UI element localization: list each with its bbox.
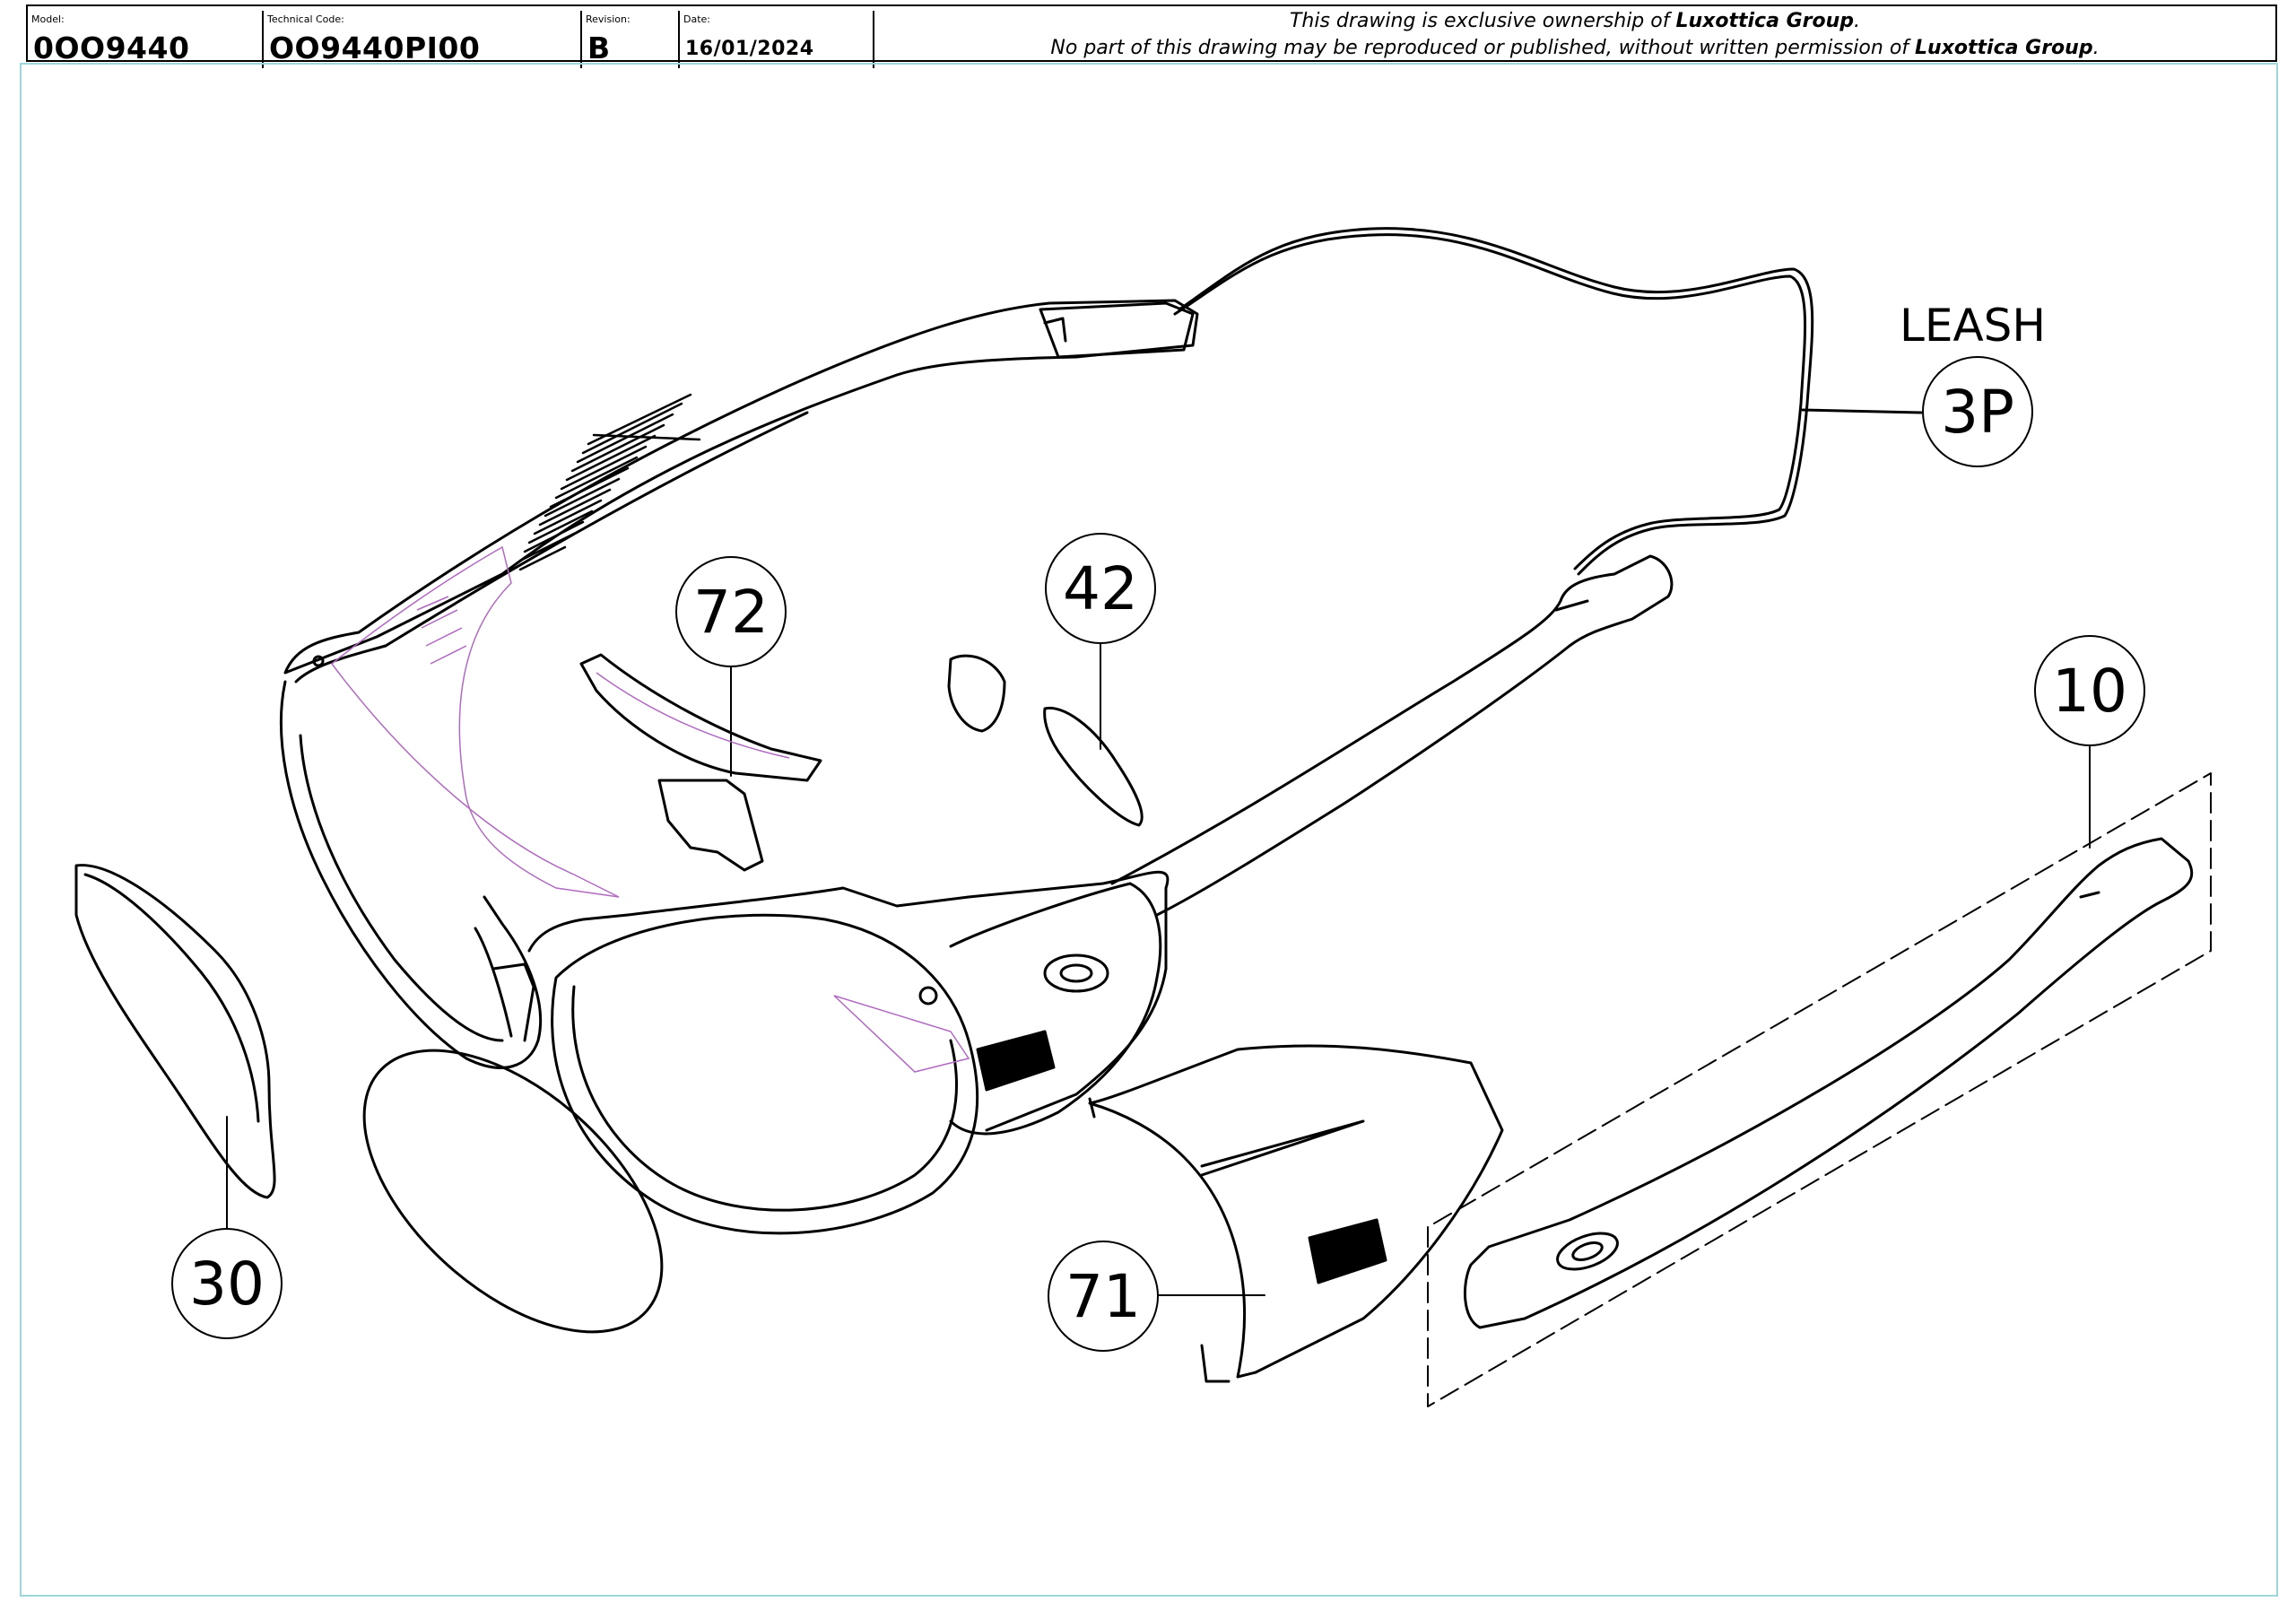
callout-leash: 3P bbox=[1922, 356, 2033, 467]
revision-label: Revision: bbox=[586, 13, 631, 25]
date-label: Date: bbox=[683, 13, 710, 25]
highlight-outlines bbox=[330, 545, 970, 1073]
drawing-frame bbox=[20, 63, 2278, 1597]
leash-label: LEASH bbox=[1900, 300, 2046, 352]
vent-slots bbox=[518, 393, 701, 571]
left-lens bbox=[74, 864, 276, 1264]
callout-top-deflector: 72 bbox=[675, 556, 787, 667]
model-label: Model: bbox=[31, 13, 65, 25]
title-block: Model: 0OO9440 Technical Code: OO9440PI0… bbox=[26, 4, 2277, 68]
callout-temple: 10 bbox=[2034, 635, 2145, 746]
reproduction-notice: No part of this drawing may be reproduce… bbox=[874, 37, 2275, 59]
notice-text: This drawing is exclusive ownership of bbox=[1289, 10, 1676, 32]
notice-period: . bbox=[1854, 10, 1861, 32]
notice-brand: Luxottica Group bbox=[1915, 37, 2093, 59]
revision-cell: Revision: B bbox=[582, 11, 680, 68]
notice-period: . bbox=[2092, 37, 2100, 59]
technical-code-label: Technical Code: bbox=[267, 13, 344, 25]
front-frame bbox=[279, 299, 1199, 1235]
technical-code-value: OO9440PI00 bbox=[269, 30, 481, 65]
model-value: 0OO9440 bbox=[33, 30, 190, 65]
attached-temple bbox=[1110, 554, 1674, 917]
notice-brand: Luxottica Group bbox=[1675, 10, 1855, 32]
ownership-notice: This drawing is exclusive ownership of L… bbox=[874, 10, 2275, 32]
notice-text: No part of this drawing may be reproduce… bbox=[1050, 37, 1916, 59]
revision-value: B bbox=[587, 30, 611, 65]
right-lens bbox=[362, 1049, 664, 1334]
callout-lens: 30 bbox=[171, 1228, 283, 1339]
callout-nose-pad: 42 bbox=[1045, 533, 1156, 644]
callout-side-shield: 71 bbox=[1048, 1241, 1159, 1352]
leash-cord bbox=[1173, 227, 1923, 576]
model-cell: Model: 0OO9440 bbox=[28, 11, 264, 68]
date-value: 16/01/2024 bbox=[685, 38, 814, 60]
top-deflector bbox=[579, 653, 822, 872]
date-cell: Date: 16/01/2024 bbox=[680, 11, 874, 68]
side-shield-part bbox=[1088, 1044, 1504, 1383]
separate-temple bbox=[1427, 740, 2212, 1407]
technical-code-cell: Technical Code: OO9440PI00 bbox=[264, 11, 582, 68]
nose-pads bbox=[947, 640, 1144, 827]
